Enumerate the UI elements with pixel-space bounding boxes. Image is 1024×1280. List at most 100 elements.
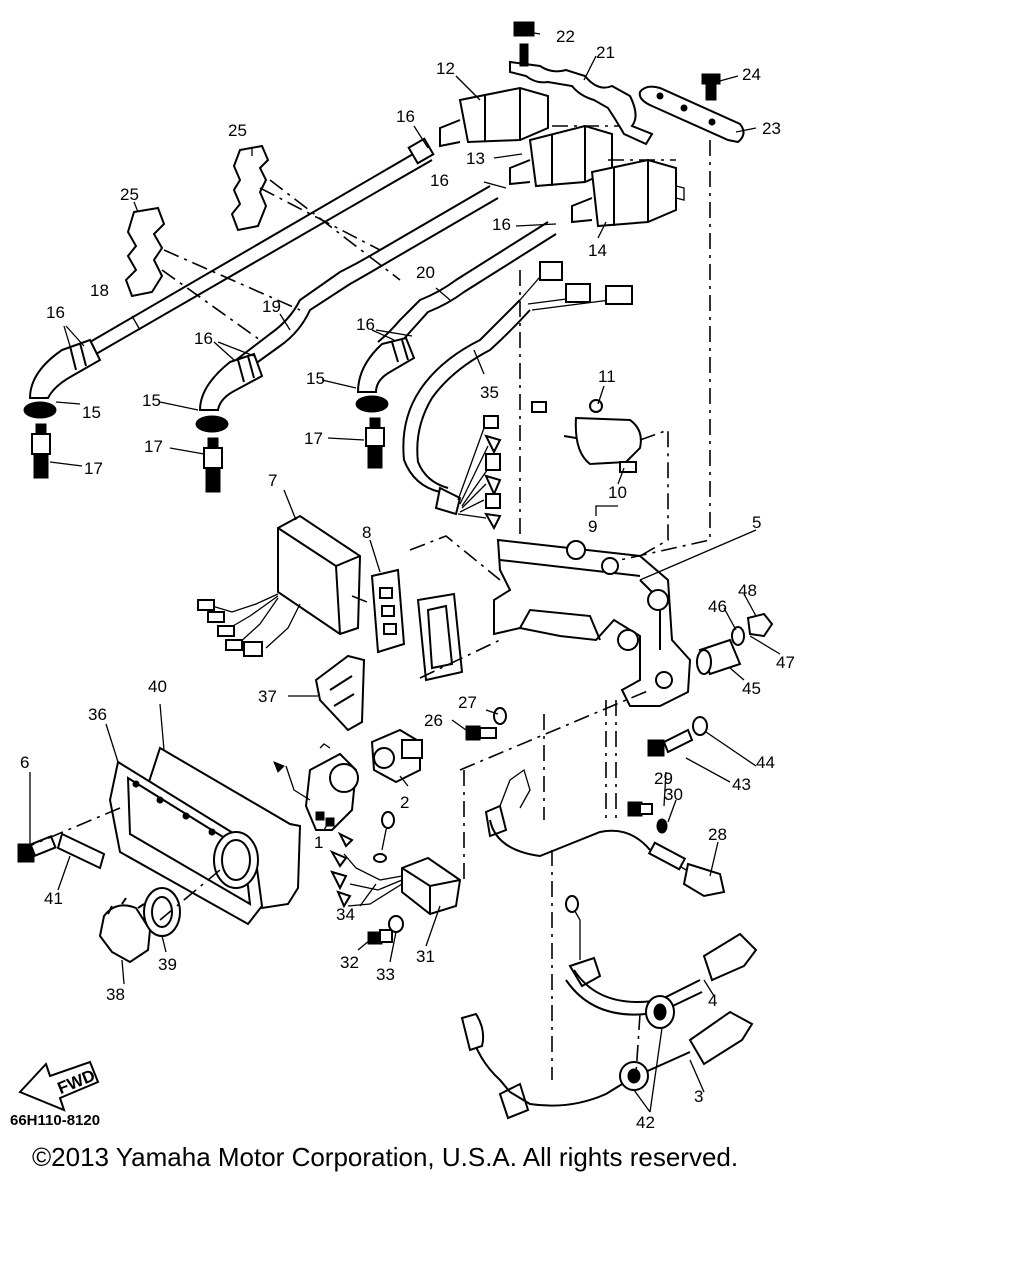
callout-25-lower: 25 [120,185,139,204]
wire-harness-35 [402,261,633,531]
collar-45 [696,638,742,676]
callout-11: 11 [598,367,616,386]
callout-15-c: 15 [306,369,325,388]
grommet-42-upper [645,995,675,1029]
callout-39: 39 [158,955,177,974]
junction-box-31 [329,811,462,916]
plate-41 [56,832,106,870]
callout-12: 12 [436,59,455,78]
washer-30 [656,818,668,834]
spark-plug-middle [203,437,223,493]
routing-lines [19,125,711,1080]
switch-2 [370,728,423,784]
callout-numbers: 22 21 12 24 23 25 16 13 16 25 16 14 20 1… [20,27,795,1132]
callout-2: 2 [400,793,409,812]
callout-21: 21 [596,43,615,62]
callout-25-upper: 25 [228,121,247,140]
clamp-25-lower [124,206,166,298]
callout-16-b: 16 [430,171,449,190]
callout-36: 36 [88,705,107,724]
callout-13: 13 [466,149,485,168]
callout-17-b: 17 [144,437,163,456]
washer-27 [493,707,507,725]
callout-35: 35 [480,383,499,402]
bracket-8 [370,568,464,682]
callout-30: 30 [664,785,683,804]
drawing-code: 66H110-8120 [10,1112,101,1129]
callout-41: 41 [44,889,63,908]
washer-44 [692,716,708,736]
callout-19: 19 [262,297,281,316]
spark-plug-cap-left [23,338,102,419]
callout-15-b: 15 [142,391,161,410]
callout-5: 5 [752,513,761,532]
callout-29: 29 [654,769,673,788]
sensor-28 [484,768,726,898]
callout-16-c: 16 [492,215,511,234]
callout-20: 20 [416,263,435,282]
copyright-notice: ©2013 Yamaha Motor Corporation, U.S.A. A… [32,1142,739,1172]
callout-9: 9 [588,517,597,536]
callout-26: 26 [424,711,443,730]
washer-33 [388,915,404,933]
callout-32: 32 [340,953,359,972]
bolt-29 [627,801,653,817]
bolt-32 [367,929,393,945]
callout-3: 3 [694,1087,703,1106]
bolt-43 [647,728,694,757]
leader-lines [29,31,781,1113]
callout-22: 22 [556,27,575,46]
electrical-bracket-5 [493,538,692,707]
callout-8: 8 [362,523,371,542]
spark-plug-cap-right [355,336,416,413]
fwd-arrow-icon: FWD [18,1060,100,1112]
callout-18: 18 [90,281,109,300]
callout-27: 27 [458,693,477,712]
callout-16-f: 16 [194,329,213,348]
main-switch-1 [273,743,359,831]
callout-48: 48 [738,581,757,600]
callout-15-a: 15 [82,403,101,422]
callout-47: 47 [776,653,795,672]
callout-45: 45 [742,679,761,698]
cable-3 [460,1010,754,1120]
spark-plug-right [365,417,385,469]
bolt-26 [465,725,497,741]
callout-16-e: 16 [356,315,375,334]
callout-31: 31 [416,947,435,966]
fwd-label: FWD [55,1066,98,1098]
callout-7: 7 [268,471,277,490]
ignition-coil-14 [571,158,685,228]
callout-4: 4 [708,991,717,1010]
spark-plug-cap-middle [195,352,264,433]
rectifier-assembly-9 [531,399,642,473]
bracket-21 [509,21,654,146]
callout-6: 6 [20,753,29,772]
callout-44: 44 [756,753,775,772]
cdi-unit-7 [197,514,362,657]
spark-plug-left [31,423,51,479]
high-tension-lead-18 [89,137,435,355]
callout-42: 42 [636,1113,655,1132]
callout-28: 28 [708,825,727,844]
callout-40: 40 [148,677,167,696]
washer-46 [731,626,745,646]
cap-38 [98,897,155,964]
high-tension-lead-19 [235,185,499,373]
callout-23: 23 [762,119,781,138]
clamp-25-upper [230,144,270,232]
callout-17-a: 17 [84,459,103,478]
callout-10: 10 [608,483,627,502]
callout-16-d: 16 [46,303,65,322]
cover-36 [108,760,264,926]
bracket-23 [638,73,745,144]
bracket-37 [314,654,366,732]
callout-33: 33 [376,965,395,984]
callout-16-a: 16 [396,107,415,126]
nut-48 [746,612,774,638]
callout-46: 46 [708,597,727,616]
callout-1: 1 [314,833,323,852]
callout-37: 37 [258,687,277,706]
callout-14: 14 [588,241,607,260]
